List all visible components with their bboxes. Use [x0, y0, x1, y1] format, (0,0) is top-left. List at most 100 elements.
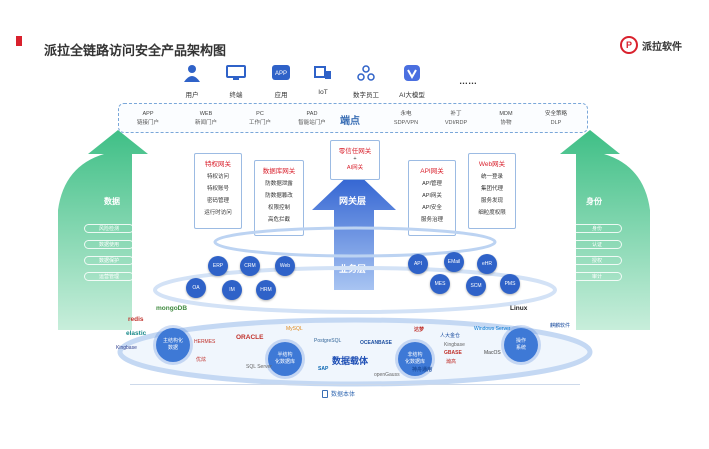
service-node: API [408, 254, 428, 274]
monitor-icon [226, 65, 246, 80]
gateway-box-item: + [353, 156, 357, 162]
gateway-box-item: 权限控制 [267, 205, 290, 211]
gateway-box-item: 特权访问 [206, 174, 229, 180]
right-side-item: 身份 [572, 224, 622, 233]
brand-logo: MacOS [484, 350, 501, 356]
gateway-box-title: Web网关 [478, 161, 506, 168]
footer-divider [130, 384, 580, 385]
gateway-box-item: 集团代理 [480, 186, 503, 192]
endpoint-item-top: APP [142, 111, 154, 117]
gateway-box-database: 数据库网关 防数据泄露 防数据篡改 权限控制 高危拦截 [254, 160, 304, 236]
brand-logo: Kingbase [444, 342, 465, 348]
left-side-item: 风险检测 [84, 224, 134, 233]
endpoint-item: PC 工作门户 [235, 110, 285, 128]
gateway-box-item: 服务治理 [420, 217, 443, 223]
endpoint-item-top: PAD [306, 111, 318, 117]
gateway-box-item: 统一登录 [480, 174, 503, 180]
service-node: OA [186, 278, 206, 298]
endpoint-item-bottom: 协物 [500, 120, 512, 126]
service-node: IM [222, 280, 242, 300]
brand-logo: GBASE [444, 350, 462, 356]
brand-logo: SQL Server [246, 364, 272, 370]
top-item-more: …… [446, 76, 490, 86]
top-item-label: 用户 [185, 92, 199, 99]
service-node: MES [430, 274, 450, 294]
endpoint-item: PAD 智能站门户 [287, 110, 337, 128]
app-icon: APP [272, 65, 290, 80]
endpoint-item-top: WEB [199, 111, 213, 117]
carrier-bubble-structured: 主结构化 数据 [156, 328, 190, 362]
right-side-item: 认证 [572, 240, 622, 249]
digital-staff-icon [357, 65, 375, 81]
endpoint-item-top: 永电 [400, 111, 412, 117]
endpoint-item-top: 安全策略 [544, 111, 567, 117]
gateway-box-item: API安全 [422, 205, 442, 211]
carrier-bubble-semi-structured: 半结构 化数据库 [268, 342, 302, 376]
data-carrier-label: 数据载体 [332, 356, 369, 366]
footer-data-ontology: 数据本体 [322, 389, 355, 398]
service-node: PMS [500, 274, 520, 294]
brand-logo: SAP [318, 366, 329, 372]
top-item-ai-model: AI大模型 [390, 64, 434, 99]
brand-logo: HERMES [194, 339, 216, 345]
service-node: SCM [466, 276, 486, 296]
gateway-box-web: Web网关 统一登录 集团代理 服务发现 细粒度权限 [468, 153, 516, 229]
gateway-box-item: 防数据泄露 [265, 181, 293, 187]
brand-logo: redis [128, 316, 144, 323]
document-icon [322, 389, 328, 398]
iot-icon [314, 66, 331, 79]
top-item-label: AI大模型 [399, 92, 425, 99]
endpoint-item-bottom: SDP/VPN [393, 120, 419, 126]
gateway-box-item: 运行时访问 [204, 210, 232, 216]
top-item-label: 应用 [274, 92, 288, 99]
endpoint-item: 永电 SDP/VPN [381, 110, 431, 128]
service-node: ERP [208, 256, 228, 276]
service-node: eHR [477, 254, 497, 274]
logo-text: 派拉软件 [642, 41, 682, 53]
right-side-item: 授权 [572, 256, 622, 265]
page-title: 派拉全链路访问安全产品架构图 [44, 43, 227, 58]
brand-logo: mongoDB [156, 305, 188, 312]
layer-rings [117, 226, 593, 387]
brand-logo: elastic [126, 330, 147, 337]
ai-model-icon [404, 65, 420, 81]
endpoint-item-bottom: 工作门户 [248, 120, 271, 126]
gateway-box-item: 服务发现 [480, 198, 503, 204]
brand-logo: Kingbase [116, 345, 137, 351]
endpoint-item-bottom: 新闻门户 [194, 120, 217, 126]
title-accent-bar [16, 36, 22, 46]
carrier-bubble-os: 操作 系统 [504, 328, 538, 362]
right-side-item: 审计 [572, 272, 622, 281]
endpoint-layer-label: 端点 [340, 116, 360, 127]
carrier-bubble-unstructured: 非结构 化数据库 [398, 342, 432, 376]
left-side-item: 数据使用 [84, 240, 134, 249]
gateway-box-item: API网关 [422, 193, 442, 199]
brand-logo: 神舟通用 [412, 367, 433, 373]
brand-logo: 麒麟软件 [550, 323, 571, 329]
service-node: CRM [240, 256, 260, 276]
center-up-arrow [312, 170, 396, 290]
gateway-box-privileged: 特权网关 特权访问 特权账号 密码管理 运行时访问 [194, 153, 242, 229]
endpoint-item-bottom: VDI/RDP [444, 120, 468, 126]
brand-logo: OCEANBASE [360, 340, 392, 346]
logo-mark: P [620, 36, 638, 54]
footer-label: 数据本体 [331, 392, 356, 398]
gateway-box-api: API网关 API管理 API网关 API安全 服务治理 [408, 160, 456, 236]
gateway-box-item: 防数据篡改 [265, 193, 293, 199]
gateway-box-title: 特权网关 [205, 161, 231, 168]
gateway-box-zero-trust: 零信任网关 + AI网关 [330, 140, 380, 180]
endpoint-item-bottom: 智能站门户 [298, 120, 326, 126]
brand-logo: Linux [510, 305, 528, 312]
users-icon [184, 65, 200, 82]
top-item-iot: IoT [301, 64, 345, 96]
endpoint-item-top: PC [256, 111, 264, 117]
svg-text:APP: APP [275, 71, 287, 77]
brand-logo: Windows Server [474, 326, 511, 332]
top-item-label: 数字员工 [353, 92, 379, 99]
gateway-box-item: 密码管理 [206, 198, 229, 204]
